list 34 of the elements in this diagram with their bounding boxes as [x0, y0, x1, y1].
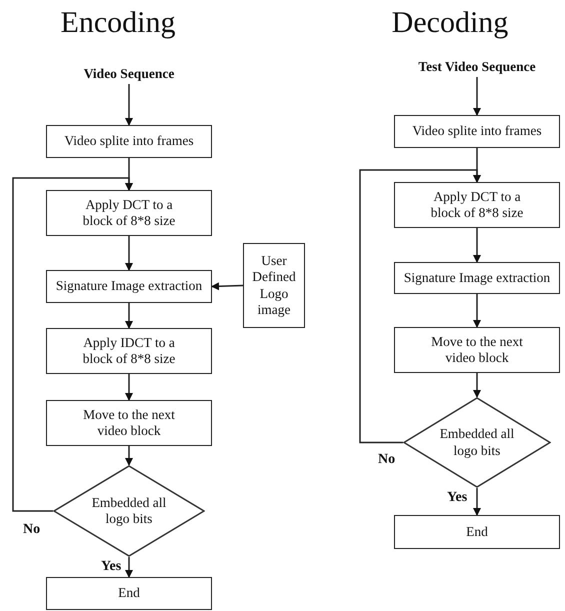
- process-box: Signature Image extraction: [46, 270, 212, 303]
- arrow: [125, 236, 133, 271]
- input-box: User Defined Logo image: [243, 243, 305, 328]
- end-box: End: [394, 515, 560, 549]
- process-box: Move to the next video block: [394, 327, 560, 373]
- start-label: Video Sequence: [59, 64, 199, 84]
- process-box: Apply DCT to a block of 8*8 size: [394, 182, 560, 228]
- arrow: [125, 374, 133, 401]
- process-box: Apply DCT to a block of 8*8 size: [46, 190, 212, 236]
- section-heading: Encoding: [60, 6, 176, 40]
- section-heading: Decoding: [392, 6, 508, 40]
- start-label: Test Video Sequence: [397, 57, 557, 77]
- process-box: Apply IDCT to a block of 8*8 size: [46, 328, 212, 374]
- process-box: Move to the next video block: [46, 400, 212, 446]
- arrow: [125, 446, 133, 466]
- decision-text: Embedded all logo bits: [90, 494, 168, 528]
- arrow: [125, 84, 133, 126]
- arrow: [473, 77, 481, 116]
- arrow: [473, 488, 481, 516]
- arrow: [12, 177, 133, 512]
- arrow: [359, 169, 481, 444]
- arrow: [211, 282, 244, 290]
- arrow: [125, 557, 133, 578]
- arrow: [473, 373, 481, 398]
- decision-diamond: [53, 465, 205, 557]
- end-box: End: [46, 577, 212, 610]
- process-box: Video splite into frames: [46, 125, 212, 158]
- process-box: Video splite into frames: [394, 115, 560, 148]
- arrow: [473, 294, 481, 328]
- decision-diamond: [403, 397, 551, 488]
- arrow: [125, 303, 133, 329]
- decision-text: Embedded all logo bits: [438, 426, 516, 459]
- arrow: [473, 228, 481, 263]
- process-box: Signature Image extraction: [394, 262, 560, 294]
